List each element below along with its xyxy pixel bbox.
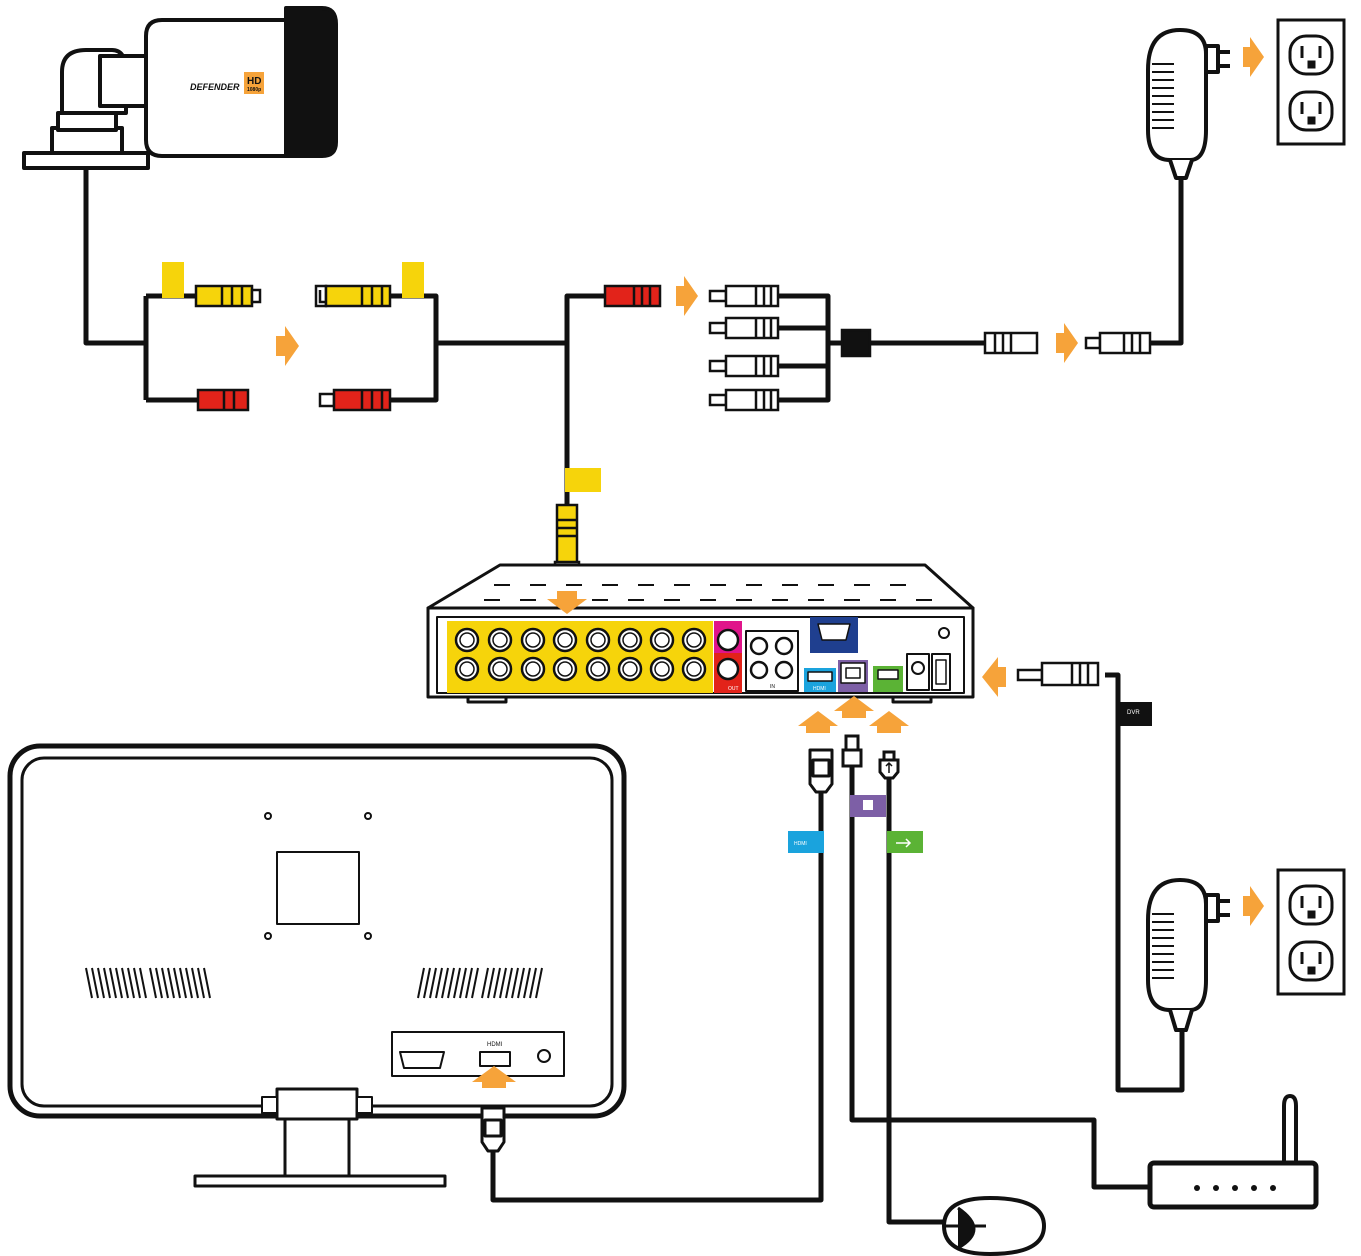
tag-yellow-video — [162, 262, 184, 298]
tag-hdmi-cable — [788, 831, 824, 853]
connector-red-power — [603, 284, 662, 308]
wall-outlet-top — [1276, 18, 1346, 146]
monitor-stand-neck — [283, 1114, 351, 1178]
arrow-right-icon — [276, 326, 299, 366]
monitor-stand-base — [193, 1174, 447, 1188]
cables — [83, 168, 1185, 1225]
monitor-vent-right — [417, 967, 543, 999]
network-cable — [849, 766, 1150, 1190]
splitter-plug-4 — [708, 388, 780, 412]
monitor: HDMI — [7, 743, 627, 1188]
power-adapter-bottom — [1146, 878, 1230, 1032]
monitor-stand-bracket — [275, 1087, 359, 1121]
splitter-female-plug — [983, 331, 1039, 355]
arrow-up-icon — [869, 711, 909, 733]
tag-yellow-dvr-video — [565, 468, 601, 492]
camera-brand: DEFENDER — [190, 82, 240, 92]
splitter-plug-1 — [708, 284, 780, 308]
dvr-top — [426, 563, 975, 610]
ethernet-plug-dvr — [841, 734, 863, 768]
tag-yellow-video-right — [402, 262, 424, 298]
monitor-vesa-plate — [276, 851, 360, 925]
monitor-hdmi-port — [479, 1051, 511, 1067]
camera-cable — [83, 168, 146, 346]
monitor-vga-port — [399, 1051, 445, 1069]
hdmi-plug-monitor — [480, 1106, 506, 1153]
arrow-left-icon — [982, 657, 1006, 697]
splitter-wires — [778, 293, 842, 403]
security-camera: DEFENDER HD 1080p — [22, 6, 338, 170]
camera-mount-base — [22, 151, 150, 170]
network-router — [1147, 1094, 1319, 1210]
dvr-audio-in-label: IN — [770, 684, 775, 690]
arrow-up-icon — [834, 696, 874, 718]
monitor-audio-port — [537, 1049, 551, 1063]
router-body — [1147, 1160, 1319, 1210]
hdmi-cable — [490, 793, 824, 1203]
tag-dvr-power — [1118, 702, 1152, 726]
power-adapter-top — [1146, 28, 1230, 180]
connector-yellow-left — [194, 284, 254, 308]
arrow-up-icon — [798, 711, 838, 733]
splitter-plug-3 — [708, 354, 780, 378]
dvr-video-inputs-panel — [447, 621, 713, 693]
adapter-top-cable — [1150, 178, 1184, 346]
adapter-top-plug — [1084, 331, 1152, 355]
extension-up — [564, 293, 605, 343]
dvr-recorder: OUT IN HDMI — [426, 563, 975, 704]
connector-yellow-right — [324, 284, 392, 308]
wall-outlet-bottom — [1276, 868, 1346, 996]
mouse-cable — [886, 778, 944, 1225]
splitter-hub — [840, 328, 872, 358]
computer-mouse — [941, 1195, 1047, 1256]
camera-hood — [284, 6, 338, 158]
extension-left — [390, 293, 567, 403]
connector-yellow-right-bnc — [314, 284, 328, 308]
tag-dvr-power-label: DVR — [1127, 710, 1140, 716]
monitor-hdmi-label: HDMI — [487, 1042, 503, 1048]
dvr-power-plug — [1016, 661, 1100, 687]
dvr-bnc-inputs — [454, 627, 707, 682]
arrow-right-icon — [1056, 323, 1078, 363]
arrow-right-icon — [676, 276, 698, 316]
power-splitter — [708, 284, 1152, 412]
splitter-plug-2 — [708, 316, 780, 340]
usb-plug-dvr — [878, 750, 900, 780]
dvr-ground-screw — [938, 627, 950, 639]
pigtail-connectors — [162, 262, 662, 412]
dvr-hdmi-label: HDMI — [813, 686, 826, 692]
camera-badge-res: 1080p — [247, 87, 261, 93]
monitor-vent-left — [85, 967, 211, 999]
tag-hdmi-cable-label: HDMI — [794, 841, 807, 847]
arrow-right-icon — [1243, 37, 1264, 77]
dvr-audio-out-label: OUT — [728, 686, 739, 692]
camera-badge-hd: HD — [247, 76, 261, 87]
arrow-up-icon — [472, 1066, 516, 1088]
pigtail-split — [143, 293, 198, 403]
router-antenna — [1282, 1094, 1298, 1165]
tag-usb-cable — [887, 831, 923, 853]
dvr-power-cable — [1105, 672, 1185, 1093]
hdmi-plug-dvr — [808, 748, 834, 794]
arrow-down-icon — [547, 591, 587, 614]
arrow-right-icon — [1243, 886, 1264, 926]
direction-arrows — [276, 37, 1264, 1088]
